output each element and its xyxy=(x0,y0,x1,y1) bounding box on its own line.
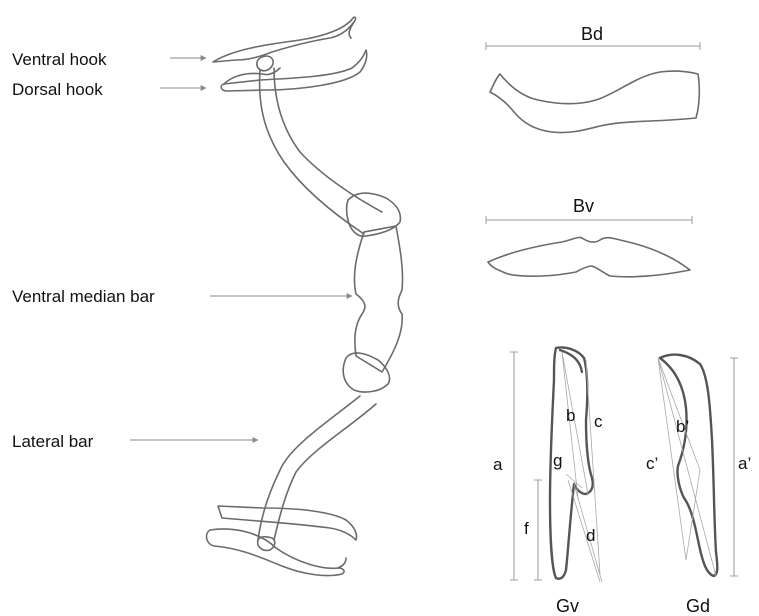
lateral-bar-upper xyxy=(260,68,382,234)
lateral-bar-label: Lateral bar xyxy=(12,432,94,451)
skeleton-figure xyxy=(130,17,403,575)
gd-measure-c-prime-label: c’ xyxy=(646,454,658,473)
ventral-hook-upper-shape xyxy=(213,17,356,62)
gv-measure-d-label: d xyxy=(586,526,595,545)
bd-figure xyxy=(486,46,700,133)
dorsal-hook-label: Dorsal hook xyxy=(12,80,103,99)
upper-connector xyxy=(257,56,273,71)
gv-label: Gv xyxy=(556,596,579,616)
ventral-median-bar-shape xyxy=(354,226,402,372)
gd-measure-a-prime-label: a’ xyxy=(738,454,751,473)
bv-label: Bv xyxy=(573,196,594,216)
ventral-hook-lower-tip xyxy=(338,558,346,568)
bd-outline xyxy=(490,71,699,132)
lateral-bar-lower xyxy=(258,396,376,540)
dorsal-hook-upper-shape xyxy=(221,50,367,91)
bv-figure xyxy=(486,220,692,277)
gv-measure-f-label: f xyxy=(524,519,529,538)
ventral-hook-label: Ventral hook xyxy=(12,50,107,69)
gd-figure xyxy=(658,355,734,576)
gd-label: Gd xyxy=(686,596,710,616)
gv-measure-b-label: b xyxy=(566,406,575,425)
gv-measure-c-label: c xyxy=(594,412,603,431)
bd-label: Bd xyxy=(581,24,603,44)
ventral-median-bar-label: Ventral median bar xyxy=(12,287,155,306)
gv-measure-g-label: g xyxy=(553,451,562,470)
dorsal-hook-lower-shape xyxy=(218,506,357,540)
gv-measure-a-label: a xyxy=(493,455,503,474)
bv-outline xyxy=(488,237,690,276)
gd-measure-b-prime-label: b’ xyxy=(676,417,689,436)
